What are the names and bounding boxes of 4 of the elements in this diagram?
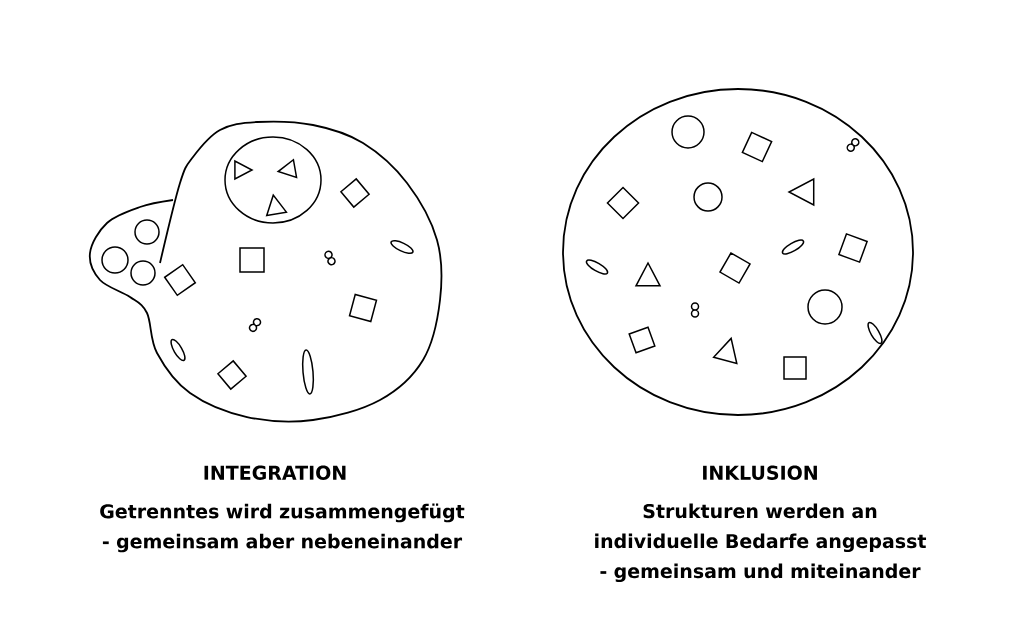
heading: INTEGRATION: [204, 465, 346, 480]
description: Getrenntes wird zusammengefügt - gemeinsam aber nebeneinander: [100, 503, 465, 553]
heading: INKLUSION: [703, 465, 817, 480]
description: Strukturen werden an individuelle Bedarfe angepasst - gemeinsam und miteinander: [595, 503, 927, 583]
